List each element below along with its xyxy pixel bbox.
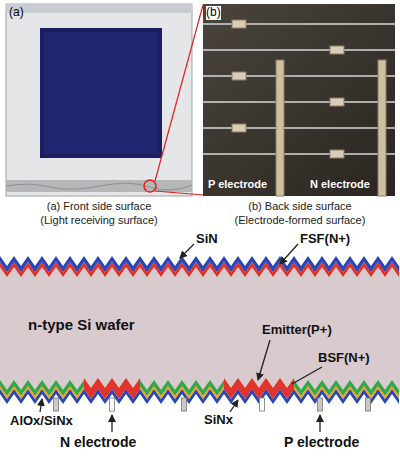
electrode-finger xyxy=(110,398,115,411)
glass-panel xyxy=(6,4,192,196)
doped-layer xyxy=(84,378,140,399)
leader-line xyxy=(180,244,194,258)
electrode-finger xyxy=(366,398,371,411)
strip-texture xyxy=(6,183,192,190)
front-photo xyxy=(6,4,192,196)
photo-caption: (Electrode-formed surface) xyxy=(235,214,366,227)
n-busbar xyxy=(378,60,386,196)
panel-letter: (a) xyxy=(9,6,24,20)
wires xyxy=(203,24,395,154)
layer-label: FSF(N+) xyxy=(300,232,350,247)
photo-caption: (a) Front side surface xyxy=(47,200,152,213)
leader-line xyxy=(319,415,320,432)
back-photo xyxy=(203,4,395,196)
zoom-circle xyxy=(144,180,156,192)
electrode-finger xyxy=(318,398,323,411)
sin-layer xyxy=(0,256,399,272)
sinx-orange-layer xyxy=(0,386,84,399)
photo-caption: (b) Back side surface xyxy=(248,200,351,213)
p-busbar xyxy=(276,60,284,196)
photo-caption: (Light receiving surface) xyxy=(40,214,157,227)
photo-label: P electrode xyxy=(208,178,267,191)
electrode-finger xyxy=(54,398,59,411)
photo-label: N electrode xyxy=(310,178,370,191)
layers xyxy=(0,256,399,404)
electrodes xyxy=(54,398,371,411)
zoom-line xyxy=(155,5,203,181)
electrode-finger xyxy=(182,398,187,411)
cell-sheen xyxy=(44,32,158,154)
top-strip xyxy=(6,4,192,13)
doped-layer xyxy=(224,378,294,399)
leader-line xyxy=(230,400,238,412)
leader-line xyxy=(40,399,42,412)
layer-label: Emitter(P+) xyxy=(262,323,332,338)
layer-label: SiN xyxy=(196,232,218,247)
leader-lines xyxy=(40,244,322,432)
layer-label: AlOx/SiNx xyxy=(10,414,73,429)
sinx-orange-layer xyxy=(294,386,399,399)
cell-area xyxy=(40,28,162,158)
layer-label: BSF(N+) xyxy=(318,351,370,366)
wafer xyxy=(0,266,400,392)
region-label: n-type Si wafer xyxy=(28,316,135,333)
sinx-orange-layer xyxy=(140,386,224,399)
electrode-finger xyxy=(260,398,265,411)
panel-letter: (b) xyxy=(206,6,221,20)
leader-line xyxy=(292,367,322,384)
zoom-line xyxy=(155,191,203,195)
photo-ground xyxy=(203,4,395,196)
electrode-label: N electrode xyxy=(60,434,136,450)
bottom-strip xyxy=(6,180,192,192)
leader-line xyxy=(280,244,298,264)
layer-label: SiNx xyxy=(204,413,233,428)
leader-line xyxy=(258,340,270,380)
leader-line xyxy=(111,415,112,432)
electrode-label: P electrode xyxy=(284,434,359,450)
pads xyxy=(232,20,344,158)
